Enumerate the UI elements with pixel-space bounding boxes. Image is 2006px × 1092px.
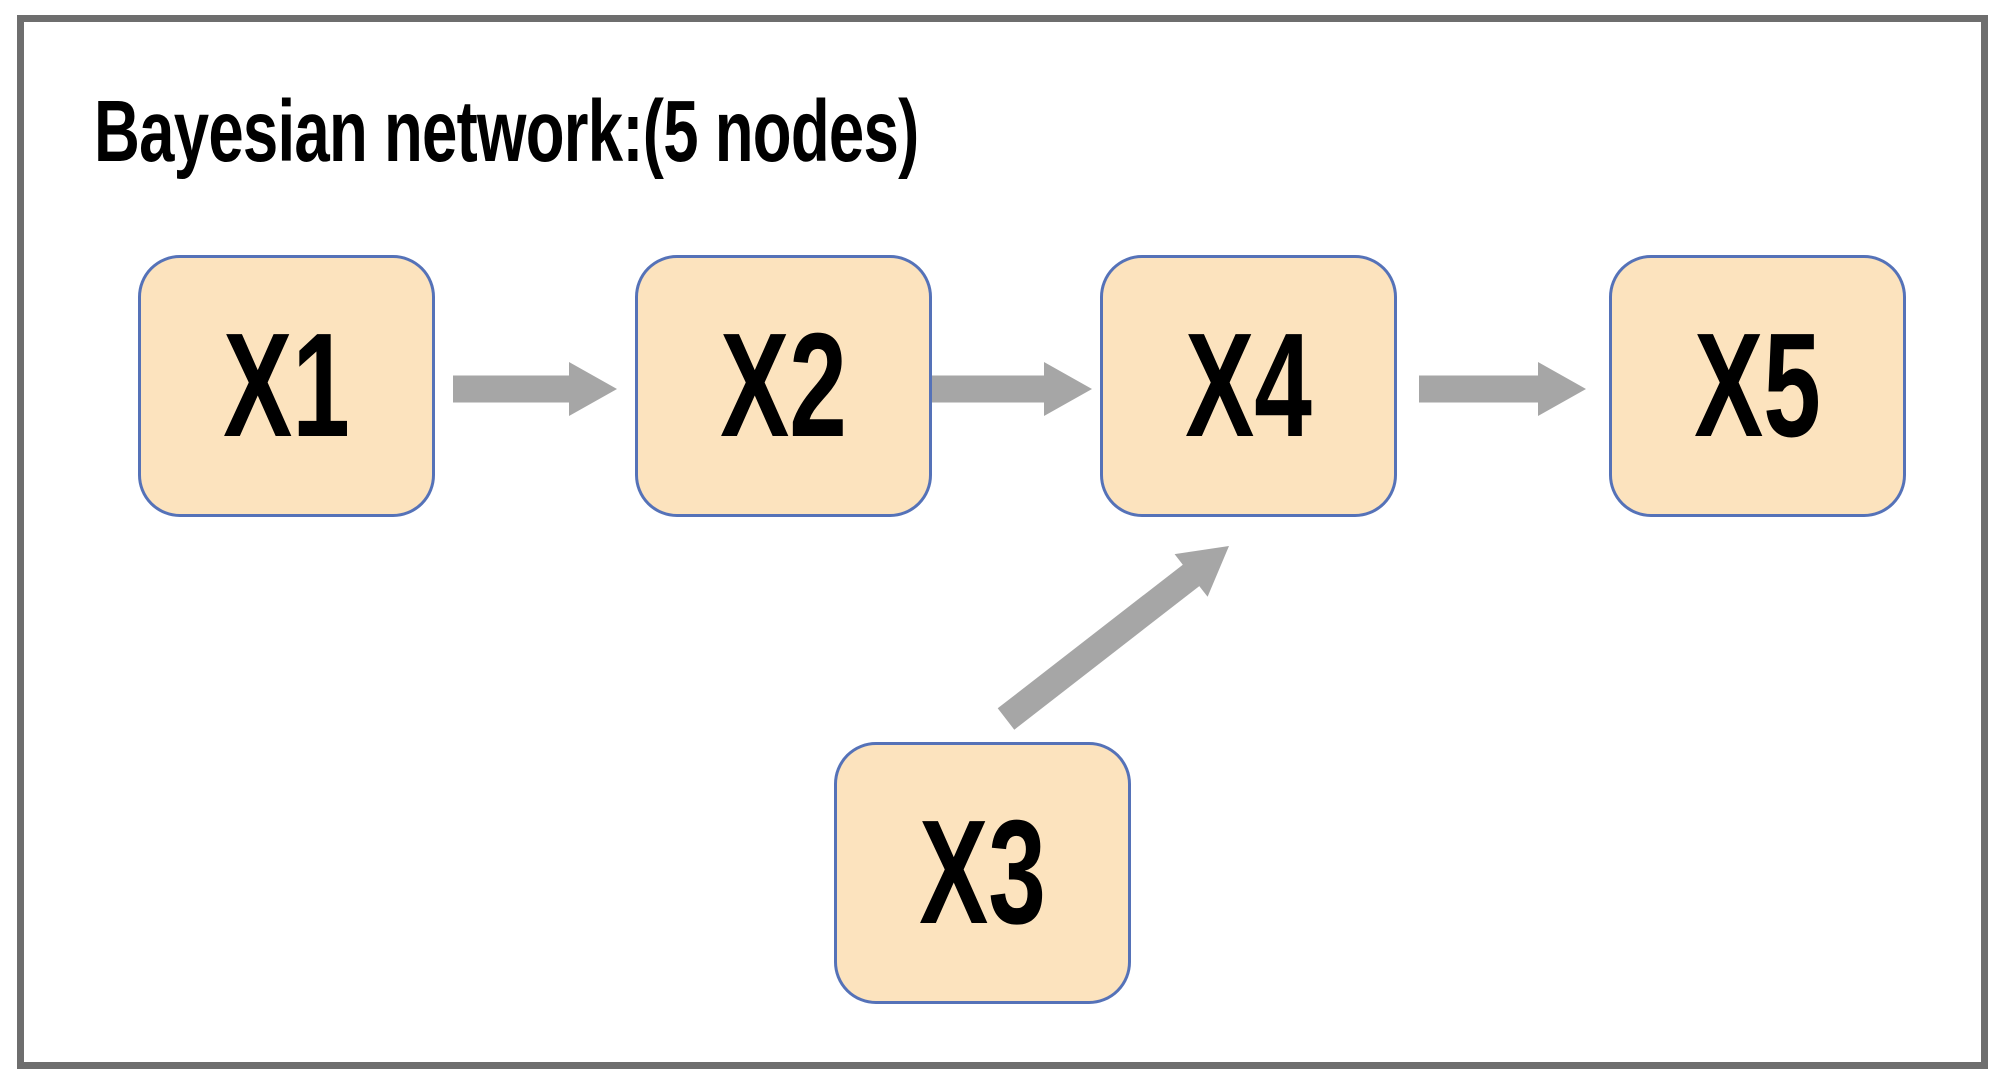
node-x4-label: X4 xyxy=(1185,303,1312,468)
edge-arrow-x2-x4 xyxy=(932,362,1092,416)
node-x4: X4 xyxy=(1100,255,1397,517)
node-x1-label: X1 xyxy=(223,303,350,468)
edge-arrow-x1-x2 xyxy=(453,362,617,416)
node-x5: X5 xyxy=(1609,255,1906,517)
figure-title: Bayesian network:(5 nodes) xyxy=(94,83,919,180)
edge-arrow-x4-x5 xyxy=(1419,362,1586,416)
figure-frame: Bayesian network:(5 nodes) X1 X2 X4 X5 X… xyxy=(17,15,1988,1069)
edge-arrow-x3-x4 xyxy=(997,546,1229,730)
node-x3: X3 xyxy=(834,742,1131,1004)
node-x1: X1 xyxy=(138,255,435,517)
node-x5-label: X5 xyxy=(1694,303,1821,468)
node-x3-label: X3 xyxy=(919,790,1046,955)
node-x2: X2 xyxy=(635,255,932,517)
node-x2-label: X2 xyxy=(720,303,847,468)
